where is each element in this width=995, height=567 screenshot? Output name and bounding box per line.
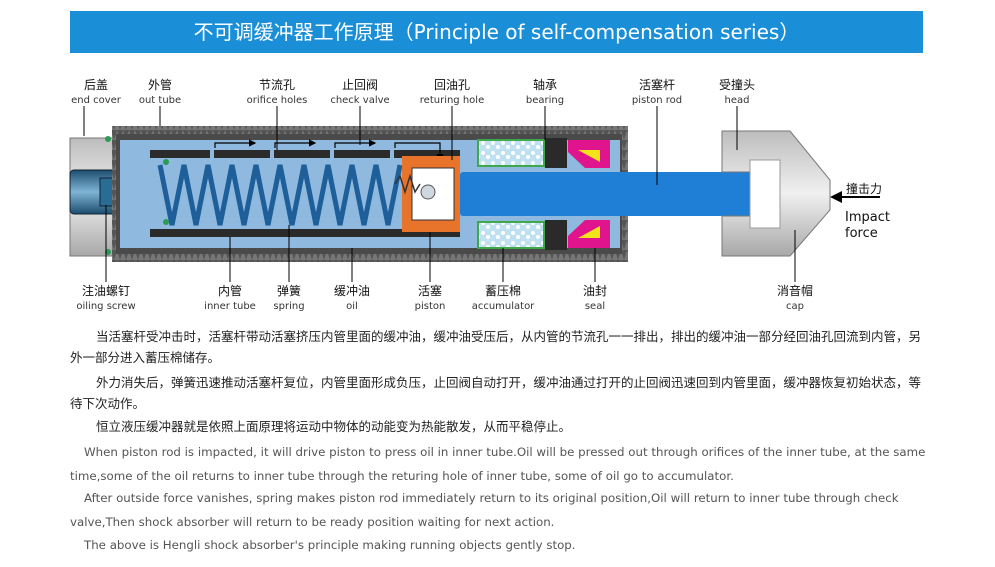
title-text: 不可调缓冲器工作原理（Principle of self-compensatio… [193,20,800,44]
title-banner: 不可调缓冲器工作原理（Principle of self-compensatio… [70,11,923,53]
paragraph-cn-1: 当活塞杆受冲击时，活塞杆带动活塞挤压内管里面的缓冲油，缓冲油受压后，从内管的节流… [70,329,922,365]
accumulator-bottom [477,221,545,249]
paragraph-en-2: After outside force vanishes, spring mak… [70,491,899,529]
piston-rod [460,172,766,216]
impact-label-en: Impact force [845,210,890,241]
bearing-top [545,138,567,168]
paragraph-en-3: The above is Hengli shock absorber's pri… [84,538,576,552]
impact-label-cn: 撞击力 [846,182,883,196]
spring [157,164,403,226]
bearing-bottom [545,220,567,250]
paragraph-cn-2: 外力消失后，弹簧迅速推动活塞杆复位，内管里面形成负压，止回阀自动打开，缓冲油通过… [70,375,922,411]
accumulator-top [477,139,545,167]
inner-tube-top [150,150,460,158]
inner-tube-bottom [150,229,460,237]
shock-absorber-diagram [69,106,880,282]
check-valve [394,173,436,200]
paragraph-en-1: When piston rod is impacted, it will dri… [70,445,926,483]
paragraph-cn-3: 恒立液压缓冲器就是依照上面原理将运动中物体的动能变为热能散发，从而平稳停止。 [96,419,572,434]
orifice-holes [210,150,394,158]
